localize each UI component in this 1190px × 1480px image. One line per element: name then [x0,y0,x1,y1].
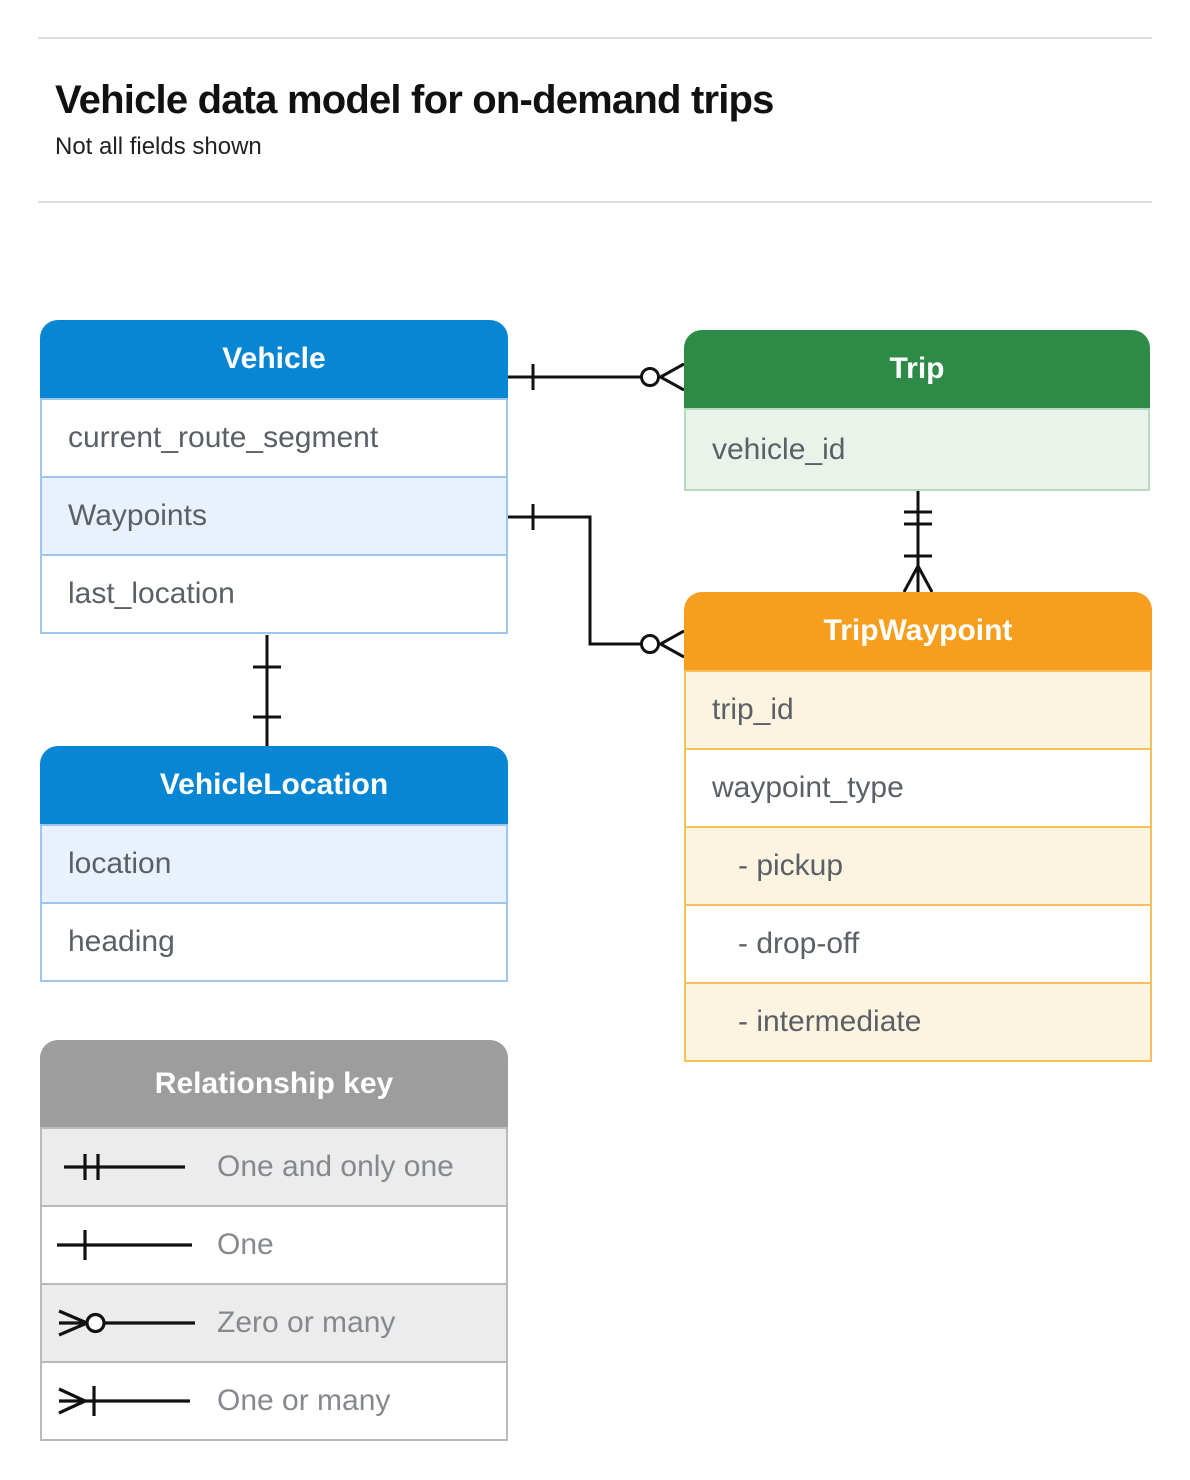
legend-item-one: One [42,1205,506,1283]
field-waypoint-type-intermediate: - intermediate [686,982,1150,1060]
field-heading: heading [42,902,506,980]
crow-foot-icon [657,362,685,392]
legend-label: One or many [217,1384,391,1417]
field-waypoint-type-drop-off: - drop-off [686,904,1150,982]
crow-foot-icon [657,629,685,659]
vehiclelocation-table: VehicleLocation location heading [40,746,508,982]
tripwaypoint-table: TripWaypoint trip_id waypoint_type - pic… [684,592,1152,1062]
trip-table-title: Trip [684,330,1150,408]
vehicle-table: Vehicle current_route_segment Waypoints … [40,320,508,634]
top-divider [38,37,1152,39]
crow-foot-icon [902,562,934,593]
connector-waypoints-tripwaypoint [508,504,685,659]
connector-trip-tripwaypoint [902,490,934,593]
field-waypoint-type: waypoint_type [686,748,1150,826]
legend-item-one-and-only-one: One and only one [42,1127,506,1205]
zero-circle-icon [640,367,660,387]
legend-label: One [217,1228,274,1261]
field-waypoints: Waypoints [42,476,506,554]
zero-or-many-icon [58,1309,195,1337]
legend-label: Zero or many [217,1306,396,1339]
field-trip-id: trip_id [686,670,1150,748]
header-divider [38,201,1152,203]
legend-item-zero-or-many: Zero or many [42,1283,506,1361]
field-vehicle-id: vehicle_id [686,408,1148,489]
one-and-only-one-icon [64,1154,185,1180]
trip-table: Trip vehicle_id [684,330,1150,491]
field-waypoint-type-pickup: - pickup [686,826,1150,904]
page-subtitle: Not all fields shown [55,133,262,160]
legend-item-one-or-many: One or many [42,1361,506,1439]
vehicle-table-title: Vehicle [40,320,508,398]
tripwaypoint-table-title: TripWaypoint [684,592,1152,670]
connector-vehicle-trip [508,362,685,392]
one-or-many-icon [58,1386,190,1416]
field-location: location [42,824,506,902]
vehiclelocation-table-title: VehicleLocation [40,746,508,824]
legend-label: One and only one [217,1150,454,1183]
field-last-location: last_location [42,554,506,632]
field-current-route-segment: current_route_segment [42,398,506,476]
one-icon [57,1230,192,1260]
zero-circle-icon [640,634,660,654]
connector-vehicle-vehiclelocation [253,635,281,746]
page-title: Vehicle data model for on-demand trips [55,78,774,122]
relationship-key-title: Relationship key [40,1040,508,1127]
relationship-key: Relationship key One and only one One [40,1040,508,1441]
